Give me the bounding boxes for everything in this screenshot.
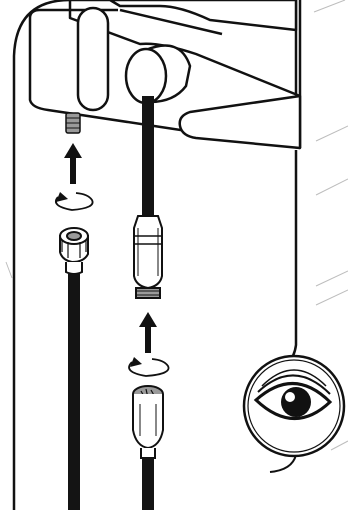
left-hose: [68, 274, 80, 510]
arrow-up-icon-center: [139, 312, 157, 353]
threaded-inlet-icon: [66, 113, 80, 133]
rotate-clockwise-icon-center: [129, 357, 168, 376]
center-hose-bottom: [142, 458, 154, 510]
center-hose-top: [142, 96, 154, 216]
hose-connector-icon: [60, 228, 88, 274]
threaded-coupling-icon: [134, 216, 162, 298]
arrow-up-icon: [64, 143, 82, 184]
rotate-clockwise-icon: [56, 192, 93, 210]
sprayer-head-icon: [133, 386, 163, 458]
eye-inspect-icon: [244, 356, 344, 456]
